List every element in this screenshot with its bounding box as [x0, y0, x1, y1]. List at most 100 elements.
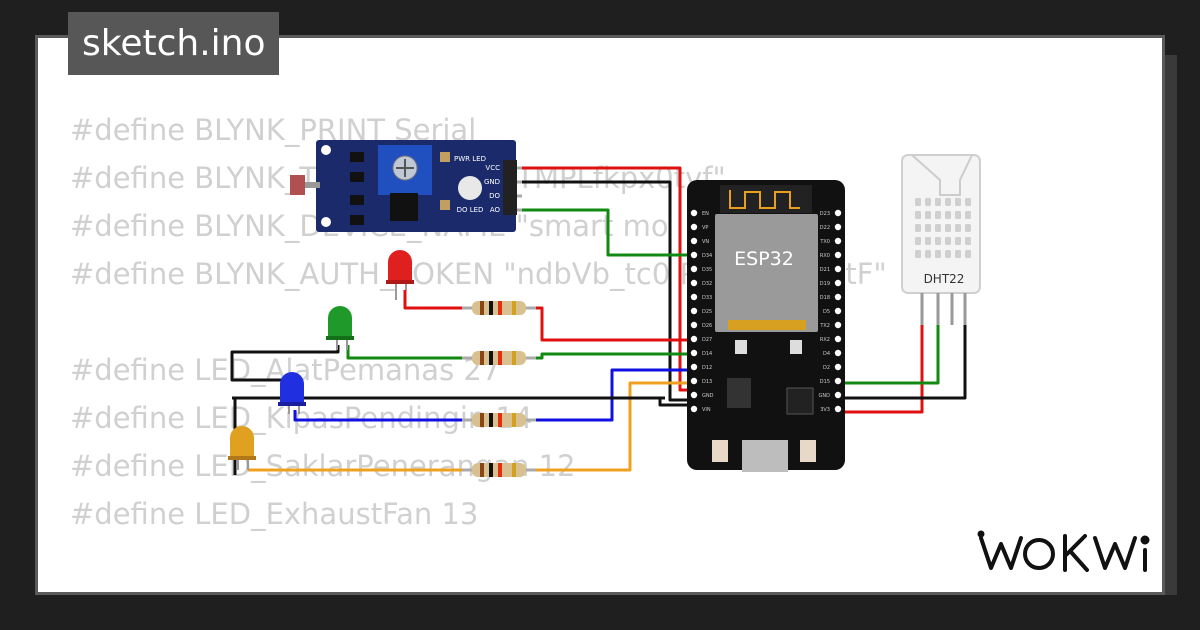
esp32-pin[interactable] — [690, 209, 698, 217]
esp32-pin-label: D21 — [820, 267, 830, 273]
dht22-sensor[interactable]: DHT22 — [901, 154, 981, 325]
ldr-pin-do: DO — [489, 192, 500, 200]
led-green[interactable] — [326, 306, 354, 350]
esp32-pin-label: D22 — [820, 225, 830, 231]
esp32-pin[interactable] — [834, 349, 842, 357]
wire-ldr-gnd — [520, 180, 694, 402]
vent-slot — [915, 198, 921, 206]
wire-ldr-vcc — [520, 166, 694, 392]
code-line: #define LED_ExhaustFan 13 — [70, 497, 479, 531]
boot-button[interactable] — [712, 440, 728, 462]
esp32-pin[interactable] — [834, 391, 842, 399]
esp32-board[interactable]: ESP32 ENVPVND34D35D32D33D25D26D27D14D12D… — [687, 180, 845, 472]
esp32-pin-label: D34 — [702, 253, 712, 259]
esp32-pin[interactable] — [690, 279, 698, 287]
esp32-pin-label: D27 — [702, 337, 712, 343]
esp32-pin[interactable] — [690, 265, 698, 273]
led-blue[interactable] — [278, 372, 306, 414]
esp32-pin-label: TX0 — [819, 239, 830, 245]
esp32-pin[interactable] — [834, 265, 842, 273]
wokwi-logo — [977, 530, 1150, 572]
vent-slot — [965, 237, 971, 245]
esp32-pin[interactable] — [834, 223, 842, 231]
esp32-pin[interactable] — [834, 405, 842, 413]
esp32-pin[interactable] — [834, 377, 842, 385]
esp32-pin-label: D33 — [702, 295, 712, 301]
vent-slot — [945, 211, 951, 219]
wire-dht-vcc — [838, 325, 924, 414]
esp32-pin-label: VP — [702, 225, 708, 231]
vent-slot — [935, 250, 941, 258]
vent-slot — [935, 224, 941, 232]
esp32-pin[interactable] — [690, 405, 698, 413]
esp32-pin-label: D32 — [702, 281, 712, 287]
wire-ldr-ao — [520, 208, 694, 257]
ldr-sensor-module[interactable]: PWR LED DO LED VCC GND DO AO — [290, 140, 522, 232]
esp32-pin-label: 3V3 — [820, 407, 830, 413]
esp32-pin[interactable] — [690, 377, 698, 385]
esp32-pin[interactable] — [834, 335, 842, 343]
resistor[interactable] — [462, 463, 536, 477]
esp32-pin-label: D18 — [820, 295, 830, 301]
esp32-pin[interactable] — [690, 237, 698, 245]
esp32-left-pins: ENVPVND34D35D32D33D25D26D27D14D12D13GNDV… — [690, 209, 714, 413]
esp32-pin[interactable] — [690, 363, 698, 371]
esp32-pin-label: D12 — [702, 365, 712, 371]
vent-slot — [945, 250, 951, 258]
vent-slot — [945, 237, 951, 245]
esp32-pin[interactable] — [834, 279, 842, 287]
esp32-right-pins: D23D22TX0RX0D21D19D18D5TX2RX2D4D2D15GND3… — [819, 209, 842, 413]
esp32-pin[interactable] — [690, 293, 698, 301]
esp32-pin[interactable] — [690, 223, 698, 231]
vent-slot — [935, 198, 941, 206]
vent-slot — [955, 237, 961, 245]
esp32-pin[interactable] — [690, 307, 698, 315]
vent-slot — [915, 224, 921, 232]
pwr-led-label: PWR LED — [454, 155, 486, 163]
esp32-pin[interactable] — [834, 293, 842, 301]
esp32-pin-label: D13 — [702, 379, 712, 385]
esp32-pin-label: TX2 — [819, 323, 830, 329]
esp32-pin[interactable] — [834, 307, 842, 315]
resistor[interactable] — [462, 413, 536, 427]
esp32-pin[interactable] — [690, 391, 698, 399]
esp32-pin[interactable] — [690, 349, 698, 357]
vent-slot — [945, 198, 951, 206]
esp32-pin[interactable] — [834, 321, 842, 329]
wire-blue-led — [293, 368, 694, 422]
dht22-vent-grid — [915, 198, 971, 258]
usb-chip — [786, 387, 814, 415]
esp32-pin[interactable] — [690, 321, 698, 329]
esp32-pin[interactable] — [834, 363, 842, 371]
esp32-pin-label: D4 — [823, 351, 830, 357]
resistor[interactable] — [462, 301, 536, 315]
esp32-pin[interactable] — [834, 237, 842, 245]
led-yellow[interactable] — [228, 426, 256, 470]
vent-slot — [965, 198, 971, 206]
led-red[interactable] — [386, 250, 414, 300]
esp32-pin-label: D25 — [702, 309, 712, 315]
ldr-pin-gnd: GND — [484, 178, 500, 186]
vent-slot — [965, 224, 971, 232]
esp32-label: ESP32 — [734, 248, 794, 270]
photoresistor — [290, 175, 305, 195]
vent-slot — [955, 224, 961, 232]
vent-slot — [935, 237, 941, 245]
reset-button[interactable] — [800, 440, 816, 462]
esp32-pin-label: D23 — [820, 211, 830, 217]
vent-slot — [925, 237, 931, 245]
esp32-pin[interactable] — [834, 209, 842, 217]
vent-slot — [935, 211, 941, 219]
esp32-pin-label: VIN — [702, 407, 711, 413]
esp32-pin-label: EN — [702, 211, 709, 217]
comparator-chip — [390, 193, 418, 221]
resistor[interactable] — [462, 351, 536, 365]
esp32-pin[interactable] — [834, 251, 842, 259]
vent-slot — [925, 211, 931, 219]
resistors — [462, 301, 536, 477]
frame-shadow — [1165, 55, 1177, 595]
esp32-module-shield — [715, 214, 818, 332]
esp32-pin[interactable] — [690, 251, 698, 259]
esp32-pin[interactable] — [690, 335, 698, 343]
